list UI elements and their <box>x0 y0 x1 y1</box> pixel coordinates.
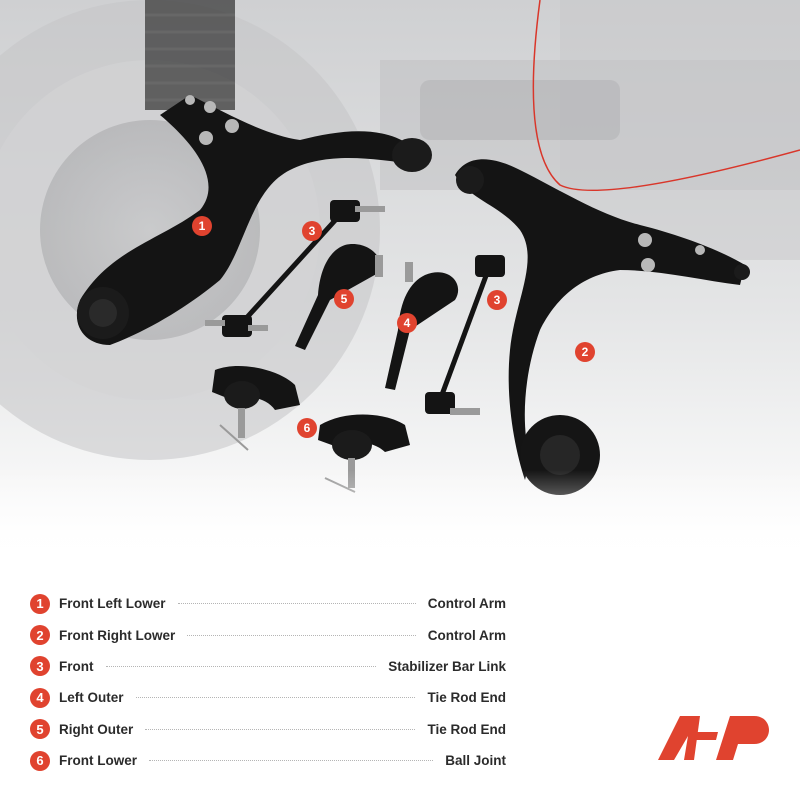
legend-number: 2 <box>30 625 50 646</box>
legend-part: Tie Rod End <box>427 721 506 737</box>
leader-dots <box>145 728 416 730</box>
legend-position: Front <box>59 658 94 674</box>
legend-row: 4 Left Outer Tie Rod End <box>30 682 506 713</box>
stabilizer-link-right <box>425 255 505 415</box>
callout-1: 1 <box>192 216 212 236</box>
tie-rod-end-right <box>295 244 383 350</box>
legend-row: 2 Front Right Lower Control Arm <box>30 619 506 650</box>
ball-joint-left <box>212 365 300 451</box>
legend-part: Control Arm <box>427 627 506 643</box>
stabilizer-link-left <box>205 200 385 337</box>
legend-position: Front Right Lower <box>59 627 176 643</box>
leader-dots <box>135 697 416 699</box>
legend-part: Ball Joint <box>445 753 506 769</box>
legend-row: 5 Right Outer Tie Rod End <box>30 714 506 745</box>
legend-part: Stabilizer Bar Link <box>388 658 506 674</box>
leader-dots <box>105 665 377 667</box>
callout-5: 5 <box>334 289 354 309</box>
legend-number: 1 <box>30 593 50 614</box>
callout-4: 4 <box>397 313 417 333</box>
legend-number: 4 <box>30 687 50 708</box>
legend-number: 6 <box>30 750 50 771</box>
legend-position: Front Lower <box>59 753 137 769</box>
brand-logo-icon <box>650 710 774 766</box>
callout-3-right: 3 <box>487 290 507 310</box>
callout-3-left: 3 <box>302 221 322 241</box>
legend-row: 1 Front Left Lower Control Arm <box>30 588 506 619</box>
callout-6: 6 <box>297 418 317 438</box>
photo-background <box>0 0 800 560</box>
leader-dots <box>177 603 416 605</box>
legend-position: Right Outer <box>59 721 134 737</box>
legend-number: 3 <box>30 656 50 677</box>
leader-dots <box>149 760 434 762</box>
legend-row: 6 Front Lower Ball Joint <box>30 745 506 776</box>
product-photo: 1 2 3 3 4 5 6 <box>0 0 800 560</box>
control-arm-left <box>76 95 432 345</box>
legend-part: Tie Rod End <box>427 690 506 706</box>
legend-part: Control Arm <box>427 596 506 612</box>
tie-rod-end-left <box>385 262 459 390</box>
legend-position: Front Left Lower <box>59 596 166 612</box>
callout-2: 2 <box>575 342 595 362</box>
leader-dots <box>187 634 416 636</box>
legend-number: 5 <box>30 719 50 740</box>
legend-row: 3 Front Stabilizer Bar Link <box>30 651 506 682</box>
parts-legend: 1 Front Left Lower Control Arm 2 Front R… <box>30 588 506 776</box>
legend-position: Left Outer <box>59 690 124 706</box>
